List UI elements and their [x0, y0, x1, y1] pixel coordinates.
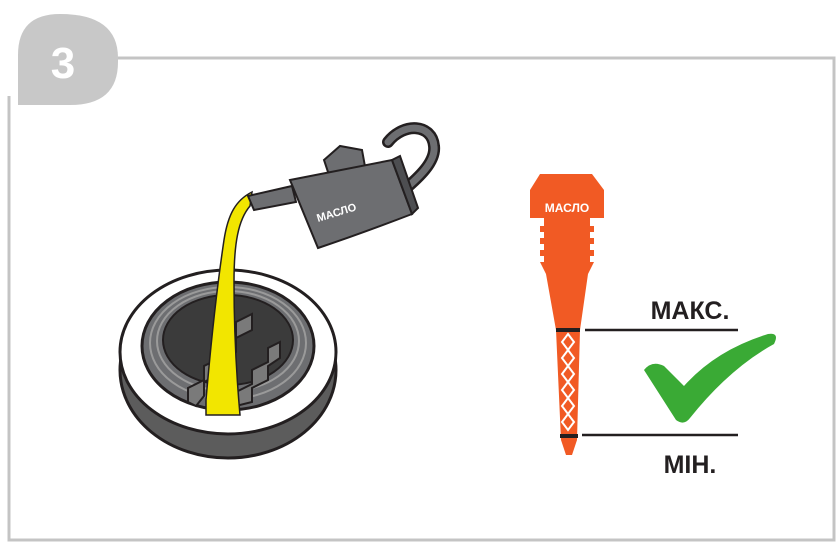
dipstick-cap-label: МАСЛО: [545, 201, 589, 215]
oil-stream: [205, 190, 253, 416]
dipstick-level-zone: [560, 332, 576, 432]
max-marker: МАКС.: [585, 297, 738, 332]
oil-can-icon: МАСЛО: [246, 122, 441, 250]
step-badge: 3: [18, 14, 118, 105]
min-label: МІН.: [664, 451, 717, 479]
min-marker: МІН.: [582, 433, 738, 479]
dipstick-thread: [540, 218, 594, 262]
checkmark-icon: [644, 333, 776, 423]
step-number: 3: [51, 39, 75, 88]
dipstick-cap: [530, 174, 604, 218]
max-label: МАКС.: [651, 297, 730, 325]
dipstick-icon: МАСЛО: [530, 174, 604, 455]
step-frame: [7, 56, 836, 542]
